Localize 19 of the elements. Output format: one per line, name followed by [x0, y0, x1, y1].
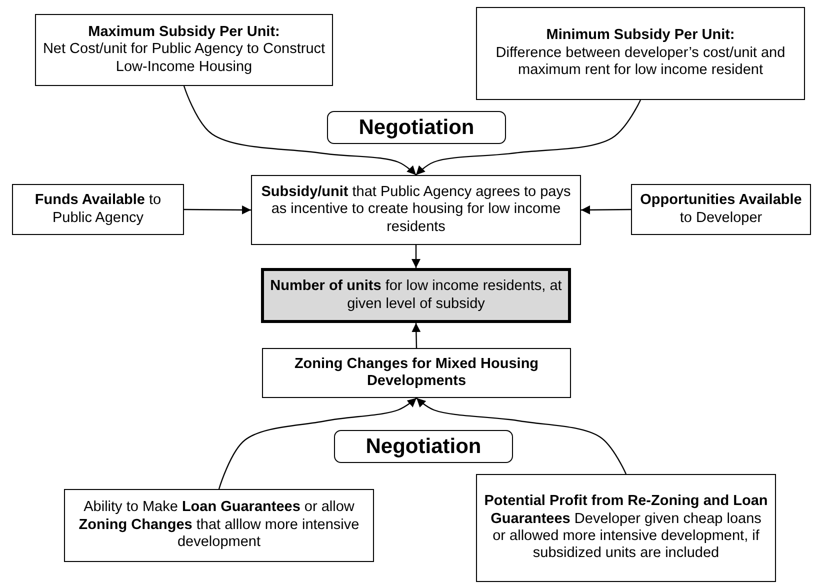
- arrow: [581, 205, 631, 214]
- arrow: [183, 86, 416, 176]
- info-box: Opportunities Available to Developer: [631, 184, 811, 235]
- negotiation-box: Negotiation: [334, 430, 513, 463]
- arrow: [412, 322, 421, 348]
- info-box: Potential Profit from Re-Zoning and Loan Guarantees Developer given cheap loans or allowed more intensive development, if subsidized units are included: [476, 474, 776, 582]
- info-box: Minimum Subsidy Per Unit: Difference between developer’s cost/unit and maximum rent for low income resident: [476, 7, 805, 100]
- arrow: [218, 398, 417, 490]
- arrow: [412, 245, 420, 268]
- result-box: Number of units for low income residents, at given level of subsidy: [261, 268, 571, 323]
- info-box: Funds Available to Public Agency: [12, 184, 184, 235]
- arrow: [416, 100, 642, 176]
- arrow: [184, 205, 251, 214]
- process-box: Subsidy/unit that Public Agency agrees to pays as incentive to create housing for low income residents: [251, 175, 581, 245]
- negotiation-box: Negotiation: [327, 111, 506, 144]
- info-box: Ability to Make Loan Guarantees or allow Zoning Changes that alllow more intensive development: [64, 489, 374, 562]
- info-box: Maximum Subsidy Per Unit: Net Cost/unit for Public Agency to Construct Low-Income Housing: [35, 14, 333, 86]
- process-box: Zoning Changes for Mixed Housing Developments: [262, 348, 571, 398]
- arrow: [416, 398, 627, 474]
